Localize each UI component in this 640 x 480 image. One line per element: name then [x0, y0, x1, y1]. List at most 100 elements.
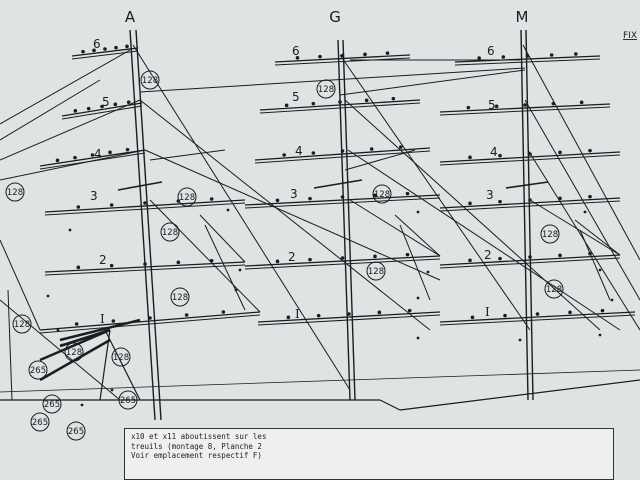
- rigging-line-24: [399, 224, 431, 301]
- yard-m-2-lower: [439, 257, 621, 269]
- sheer-line: [0, 369, 640, 393]
- rigging-line-27: [0, 299, 121, 401]
- yard-a-6-lower: [71, 50, 139, 60]
- yard-number-g-6: 6: [292, 44, 300, 58]
- yard-g-1-dot: [316, 313, 321, 318]
- yard-m-6-dot: [525, 54, 530, 58]
- yard-m-2: [439, 254, 621, 266]
- yard-number-m-2: 2: [484, 248, 492, 262]
- yard-a-1-dot: [148, 316, 152, 320]
- rigging-line-34: [104, 329, 141, 401]
- yard-g-5-dot: [284, 103, 289, 108]
- yard-g-3: [244, 194, 441, 206]
- yard-m-1: [439, 311, 636, 323]
- yard-m-6-dot: [501, 55, 506, 59]
- yard-g-3-dot: [405, 191, 410, 196]
- detail-dot: [416, 296, 420, 300]
- ref-128-10: 128: [170, 287, 190, 307]
- detail-dot: [226, 208, 230, 212]
- ref-265-1: 265: [28, 360, 48, 380]
- detail-dot: [110, 388, 114, 392]
- yard-m-5: [439, 103, 611, 113]
- rigging-line-19: [149, 149, 226, 161]
- yard-a-4-dot: [73, 155, 77, 160]
- svg-text:128: 128: [179, 193, 195, 203]
- yard-m-3-lower: [439, 200, 621, 212]
- ref-128-3: 128: [5, 182, 25, 202]
- yard-number-g-2: 2: [288, 250, 296, 264]
- svg-text:265: 265: [120, 396, 136, 406]
- yard-m-1-dot: [568, 310, 572, 315]
- rigging-line-7: [132, 44, 351, 391]
- yard-a-4-dot: [125, 147, 130, 152]
- rigging-line-12: [344, 99, 601, 331]
- yard-m-6-dot: [574, 52, 578, 56]
- detail-dot: [518, 338, 522, 342]
- yard-m-3-dot: [498, 199, 502, 204]
- detail-dot: [68, 228, 72, 232]
- yard-g-5: [259, 99, 421, 111]
- ref-265-5: 265: [66, 421, 86, 441]
- rigging-line-18: [529, 199, 621, 256]
- yard-m-3-dot: [528, 198, 532, 202]
- detail-dot: [610, 298, 614, 302]
- rigging-line-23: [394, 214, 441, 257]
- yard-a-3-dot: [143, 201, 147, 205]
- rigging-line-15: [522, 44, 640, 261]
- yard-number-a-5: 5: [102, 95, 110, 109]
- yard-number-g-5: 5: [292, 90, 300, 104]
- svg-text:128: 128: [162, 228, 178, 238]
- yard-a-1-dot: [221, 310, 226, 314]
- yard-m-5-dot: [523, 103, 527, 107]
- yard-number-a-3: 3: [90, 189, 98, 203]
- yard-a-2-dot: [176, 260, 181, 265]
- yard-a-5-dot: [126, 100, 131, 104]
- yard-number-m-3: 3: [486, 188, 494, 202]
- yard-m-4-lower: [439, 154, 621, 166]
- yard-m-4-dot: [468, 155, 472, 160]
- yard-m-3-dot: [468, 201, 472, 206]
- yard-a-4-dot: [55, 158, 60, 163]
- rigging-line-22: [204, 224, 246, 311]
- ref-128-13: 128: [111, 347, 131, 367]
- rigging-line-3: [0, 149, 146, 181]
- yard-a-6-dot: [103, 47, 107, 51]
- svg-text:128: 128: [66, 348, 82, 358]
- yard-m-4-dot: [558, 150, 562, 155]
- rigging-line-26: [579, 229, 611, 301]
- yard-g-6-dot: [340, 53, 345, 58]
- corner-label: FIX: [623, 31, 637, 41]
- ref-128-1: 128: [140, 70, 160, 90]
- detail-dot: [598, 333, 602, 337]
- yard-a-1-dot: [74, 322, 79, 326]
- yard-m-1-dot: [535, 312, 540, 316]
- yard-g-6-lower: [274, 57, 411, 66]
- yard-m-4-dot: [588, 148, 592, 153]
- yard-m-3: [439, 197, 621, 209]
- yard-a-2-dot: [209, 258, 214, 263]
- yard-a-4-dot: [108, 150, 112, 155]
- yard-g-2-dot: [275, 259, 280, 264]
- mast-a-right: [135, 29, 162, 421]
- rigging-line-16: [524, 99, 640, 301]
- yard-a-3-dot: [109, 203, 114, 207]
- yard-a-1-dot: [111, 319, 116, 323]
- yard-a-6-dot: [81, 49, 85, 54]
- yard-a-6-dot: [92, 48, 96, 53]
- yard-a-5-dot: [86, 106, 91, 111]
- top-g: [313, 179, 363, 189]
- yard-number-m-5: 5: [488, 98, 496, 112]
- yard-m-2-dot: [468, 258, 472, 263]
- yard-m-5-lower: [439, 106, 611, 116]
- yard-m-5-dot: [579, 100, 584, 105]
- yard-g-5-dot: [364, 98, 369, 103]
- svg-text:265: 265: [30, 366, 46, 376]
- ref-128-9: 128: [544, 279, 564, 299]
- yard-a-5-dot: [73, 109, 78, 113]
- rigging-line-10: [149, 199, 261, 313]
- detail-dot: [80, 403, 84, 407]
- rigging-line-9: [144, 149, 441, 281]
- svg-text:128: 128: [7, 188, 23, 198]
- yard-number-a-6: 6: [93, 37, 101, 51]
